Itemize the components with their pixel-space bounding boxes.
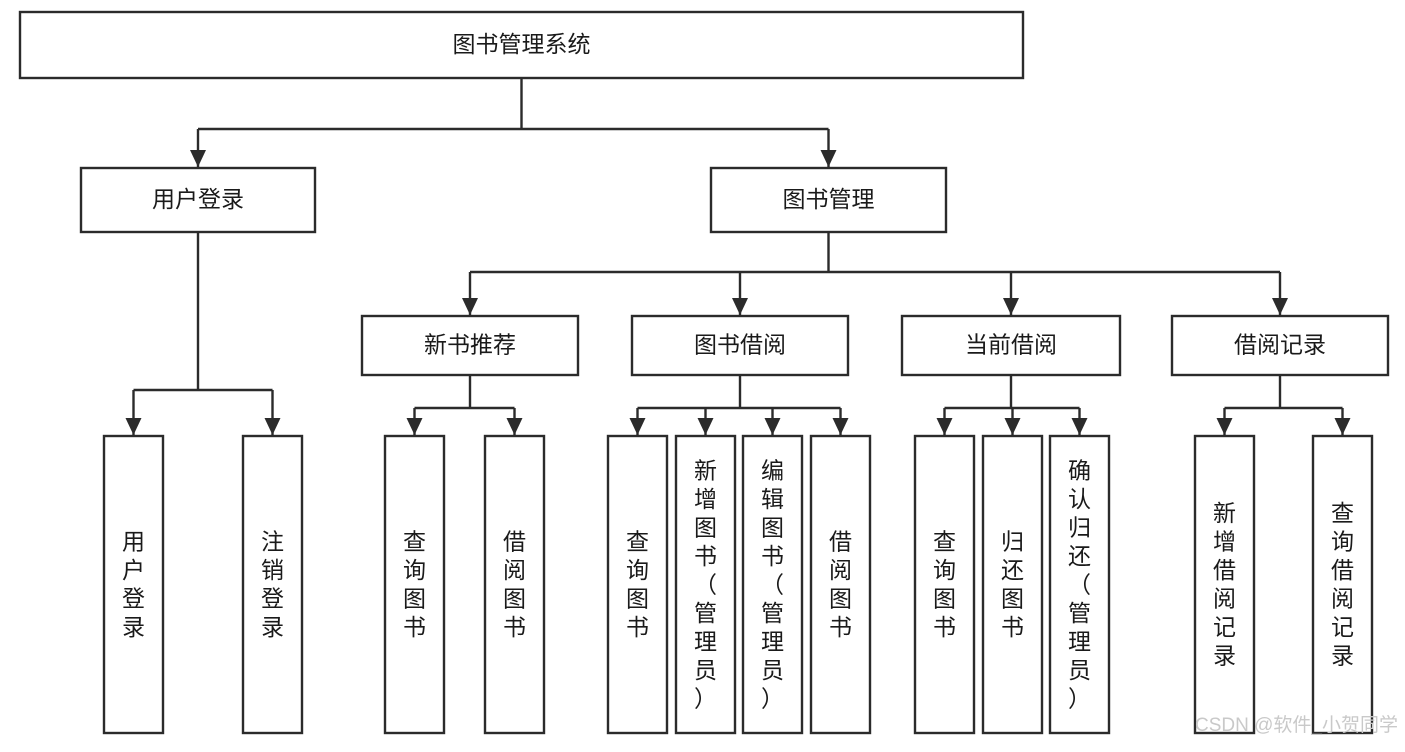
- node-leaf-user-logout[interactable]: 注销登录: [241, 434, 304, 735]
- node-label-current-borrow: 当前借阅: [965, 332, 1057, 358]
- node-book-management[interactable]: 图书管理: [709, 166, 948, 234]
- node-label-book-borrow: 图书借阅: [694, 332, 786, 358]
- node-box-user-login: [79, 166, 317, 234]
- node-box-new-book-recommend: [360, 314, 580, 377]
- arrow-head-icon: [506, 418, 523, 435]
- node-box-leaf-query-book-2: [606, 434, 669, 735]
- arrow-head-icon: [936, 418, 953, 435]
- arrow-head-icon: [629, 418, 646, 435]
- node-label-leaf-borrow-book-2: 借阅图书: [829, 529, 852, 641]
- arrow-head-icon: [1216, 418, 1233, 435]
- node-leaf-query-book-2[interactable]: 查询图书: [606, 434, 669, 735]
- node-box-leaf-confirm-return: [1048, 434, 1111, 735]
- node-leaf-confirm-return[interactable]: 确认归还（管理员）: [1048, 434, 1111, 735]
- node-leaf-return-book[interactable]: 归还图书: [981, 434, 1044, 735]
- arrow-head-icon: [1003, 298, 1019, 315]
- node-undefined[interactable]: 图书管理系统: [18, 10, 1025, 80]
- node-box-leaf-borrow-book-2: [809, 434, 872, 735]
- node-box-book-management: [709, 166, 948, 234]
- csdn-watermark: CSDN @软件_小贺同学: [1195, 714, 1398, 736]
- node-label-leaf-add-book: 新增图书（管理员）: [694, 458, 717, 712]
- node-box-leaf-borrow-book-1: [483, 434, 546, 735]
- arrow-head-icon: [1071, 418, 1088, 435]
- node-box-leaf-add-book: [674, 434, 737, 735]
- node-label-book-management: 图书管理: [783, 186, 875, 212]
- arrow-head-icon: [125, 418, 142, 435]
- node-box-leaf-user-login: [102, 434, 165, 735]
- node-label-leaf-add-record: 新增借阅记录: [1213, 500, 1236, 669]
- node-leaf-query-book-1[interactable]: 查询图书: [383, 434, 446, 735]
- nodes-layer: 图书管理系统用户登录图书管理新书推荐图书借阅当前借阅借阅记录用户登录注销登录查询…: [18, 10, 1390, 735]
- node-box-leaf-query-book-1: [383, 434, 446, 735]
- node-borrow-record[interactable]: 借阅记录: [1170, 314, 1390, 377]
- node-leaf-add-record[interactable]: 新增借阅记录: [1193, 434, 1256, 735]
- node-box-borrow-record: [1170, 314, 1390, 377]
- node-leaf-borrow-book-2[interactable]: 借阅图书: [809, 434, 872, 735]
- arrow-head-icon: [1004, 418, 1021, 435]
- node-label-leaf-return-book: 归还图书: [1001, 529, 1024, 641]
- arrow-head-icon: [190, 150, 206, 167]
- node-box-book-borrow: [630, 314, 850, 377]
- node-label-leaf-confirm-return: 确认归还（管理员）: [1068, 458, 1091, 712]
- arrow-head-icon: [1272, 298, 1288, 315]
- node-label-new-book-recommend: 新书推荐: [424, 332, 516, 358]
- node-label-leaf-query-book-3: 查询图书: [933, 529, 956, 641]
- arrow-head-icon: [462, 298, 478, 315]
- node-leaf-user-login[interactable]: 用户登录: [102, 434, 165, 735]
- node-box-leaf-user-logout: [241, 434, 304, 735]
- node-new-book-recommend[interactable]: 新书推荐: [360, 314, 580, 377]
- node-box-leaf-query-record: [1311, 434, 1374, 735]
- node-label-leaf-user-login: 用户登录: [122, 529, 145, 641]
- node-label-leaf-query-book-1: 查询图书: [403, 529, 426, 641]
- arrow-head-icon: [697, 418, 714, 435]
- node-leaf-query-book-3[interactable]: 查询图书: [913, 434, 976, 735]
- node-user-login[interactable]: 用户登录: [79, 166, 317, 234]
- node-box-leaf-return-book: [981, 434, 1044, 735]
- node-box-current-borrow: [900, 314, 1122, 377]
- node-label-borrow-record: 借阅记录: [1234, 332, 1326, 358]
- node-label-leaf-edit-book: 编辑图书（管理员）: [761, 458, 784, 712]
- node-current-borrow[interactable]: 当前借阅: [900, 314, 1122, 377]
- node-box-leaf-add-record: [1193, 434, 1256, 735]
- connectors-layer: [125, 78, 1351, 435]
- arrow-head-icon: [406, 418, 423, 435]
- node-leaf-borrow-book-1[interactable]: 借阅图书: [483, 434, 546, 735]
- node-label-leaf-borrow-book-1: 借阅图书: [503, 529, 526, 641]
- node-label-undefined: 图书管理系统: [453, 31, 591, 57]
- node-label-leaf-query-book-2: 查询图书: [626, 529, 649, 641]
- node-box-undefined: [18, 10, 1025, 80]
- arrow-head-icon: [264, 418, 281, 435]
- node-label-leaf-user-logout: 注销登录: [261, 529, 284, 641]
- arrow-head-icon: [820, 150, 837, 167]
- node-leaf-query-record[interactable]: 查询借阅记录: [1311, 434, 1374, 735]
- node-label-leaf-query-record: 查询借阅记录: [1331, 500, 1354, 669]
- arrow-head-icon: [732, 298, 748, 315]
- node-box-leaf-edit-book: [741, 434, 804, 735]
- node-leaf-add-book[interactable]: 新增图书（管理员）: [674, 434, 737, 735]
- node-box-leaf-query-book-3: [913, 434, 976, 735]
- arrow-head-icon: [832, 418, 849, 435]
- node-book-borrow[interactable]: 图书借阅: [630, 314, 850, 377]
- arrow-head-icon: [1334, 418, 1351, 435]
- node-label-user-login: 用户登录: [152, 186, 244, 212]
- arrow-head-icon: [764, 418, 781, 435]
- node-leaf-edit-book[interactable]: 编辑图书（管理员）: [741, 434, 804, 735]
